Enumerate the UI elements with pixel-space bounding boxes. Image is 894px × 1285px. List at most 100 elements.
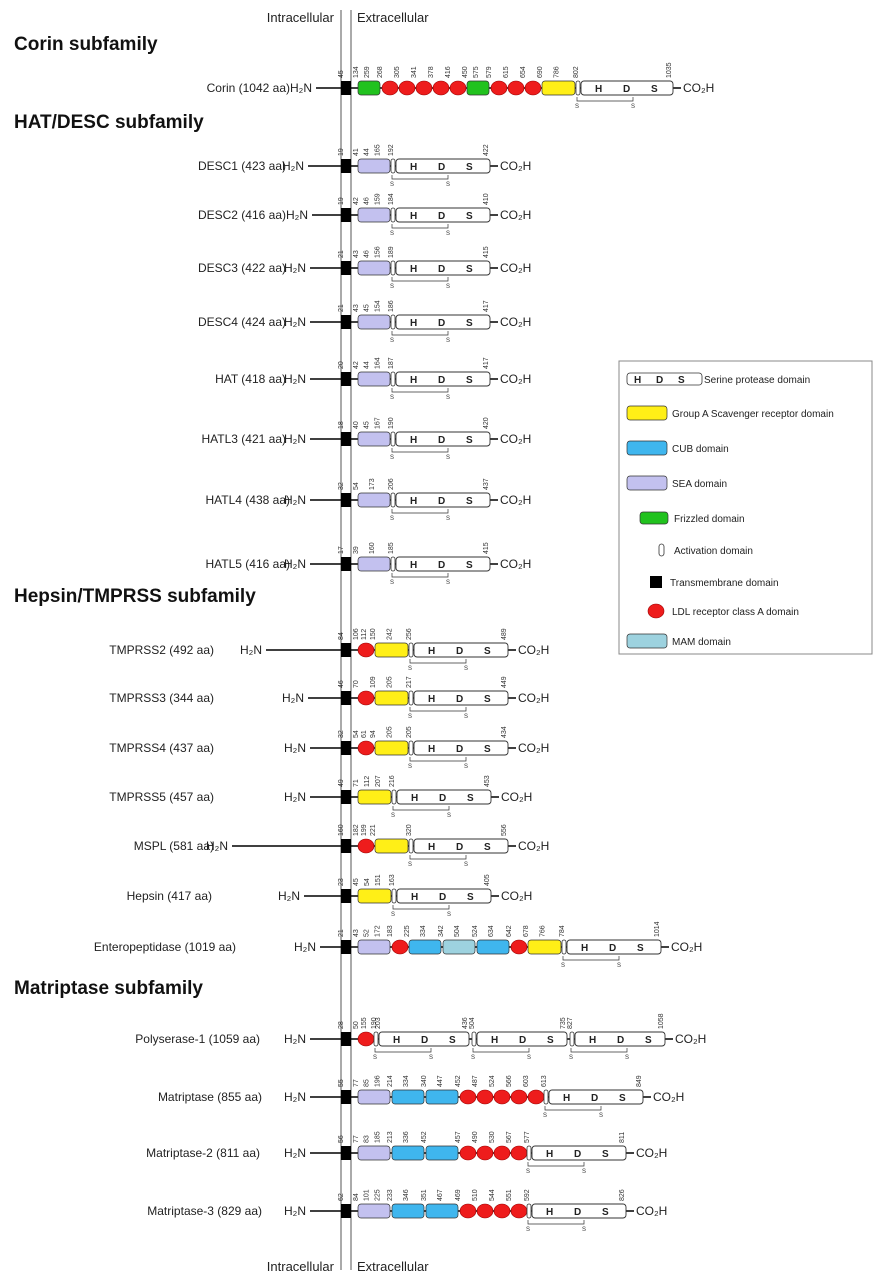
residue-number: 42 <box>353 361 360 369</box>
residue-number: 259 <box>364 66 371 78</box>
residue-number: 32 <box>338 482 345 490</box>
ldl-domain <box>493 1145 511 1161</box>
residue-number: 196 <box>374 1075 381 1087</box>
residue-number: 453 <box>484 775 491 787</box>
residue-number: 165 <box>374 144 381 156</box>
disulfide-s-label: S <box>447 813 451 819</box>
protein-label: TMPRSS3 (344 aa) <box>109 691 214 705</box>
residue-number: 106 <box>353 628 360 640</box>
catalytic-residue-label: H <box>589 1035 596 1046</box>
disulfide-bridge <box>374 1048 432 1053</box>
n-terminus-label: H₂N <box>282 691 304 705</box>
activation-domain <box>390 260 396 276</box>
protein-label: DESC4 (424 aa) <box>198 315 286 329</box>
catalytic-residue-label: H <box>428 744 435 755</box>
transmembrane-domain <box>341 1090 351 1104</box>
ldl-domain <box>476 1203 494 1219</box>
protein-label: Matriptase-3 (829 aa) <box>147 1204 262 1218</box>
disulfide-s-label: S <box>464 862 468 868</box>
disulfide-s-label: S <box>526 1169 530 1175</box>
residue-number: 71 <box>353 779 360 787</box>
protein-label: DESC3 (422 aa) <box>198 261 286 275</box>
residue-number: 83 <box>364 1135 371 1143</box>
residue-number: 415 <box>483 246 490 258</box>
residue-number: 45 <box>353 878 360 886</box>
catalytic-residue-label: D <box>656 375 663 386</box>
residue-number: 213 <box>387 1131 394 1143</box>
transmembrane-domain <box>341 159 351 173</box>
n-terminus-label: H₂N <box>284 557 306 571</box>
residue-number: 184 <box>388 193 395 205</box>
legend-swatch <box>647 603 665 619</box>
activation-domain <box>390 207 396 223</box>
catalytic-residue-label: S <box>466 318 473 329</box>
residue-number: 203 <box>375 1017 382 1029</box>
residue-number: 489 <box>501 628 508 640</box>
serine-protease-domain <box>566 939 662 955</box>
disulfide-s-label: S <box>617 963 621 969</box>
residue-number: 504 <box>469 1017 476 1029</box>
activation-domain <box>390 158 396 174</box>
legend-label: Group A Scavenger receptor domain <box>672 409 834 420</box>
ldl-domain <box>357 740 375 756</box>
residue-number: 160 <box>369 542 376 554</box>
ldl-domain <box>459 1145 477 1161</box>
disulfide-bridge <box>391 331 449 336</box>
activation-domain <box>408 690 414 706</box>
ldl-domain <box>357 690 375 706</box>
residue-number: 690 <box>537 66 544 78</box>
catalytic-residue-label: S <box>467 793 474 804</box>
catalytic-residue-label: D <box>438 435 445 446</box>
c-terminus-label: CO₂H <box>500 493 531 507</box>
catalytic-residue-label: S <box>466 496 473 507</box>
residue-number: 575 <box>473 66 480 78</box>
residue-number: 225 <box>404 925 411 937</box>
residue-number: 101 <box>364 1189 371 1201</box>
activation-domain <box>543 1089 549 1105</box>
disulfide-s-label: S <box>446 395 450 401</box>
c-terminus-label: CO₂H <box>636 1204 667 1218</box>
disulfide-s-label: S <box>599 1113 603 1119</box>
residue-number: 54 <box>353 730 360 738</box>
disulfide-s-label: S <box>464 764 468 770</box>
n-terminus-label: H₂N <box>284 741 306 755</box>
serine-protease-domain <box>395 371 491 387</box>
residue-number: 77 <box>353 1079 360 1087</box>
residue-number: 50 <box>353 1021 360 1029</box>
catalytic-residue-label: D <box>438 560 445 571</box>
serine-protease-domain <box>476 1031 568 1047</box>
activation-domain <box>373 1031 379 1047</box>
disulfide-s-label: S <box>446 338 450 344</box>
ldl-domain <box>493 1089 511 1105</box>
catalytic-residue-label: H <box>410 318 417 329</box>
activation-domain <box>390 371 396 387</box>
catalytic-residue-label: H <box>410 435 417 446</box>
c-terminus-label: CO₂H <box>518 643 549 657</box>
catalytic-residue-label: S <box>466 375 473 386</box>
disulfide-s-label: S <box>527 1055 531 1061</box>
catalytic-residue-label: S <box>466 435 473 446</box>
residue-number: 77 <box>353 1135 360 1143</box>
residue-number: 28 <box>338 1021 345 1029</box>
residue-number: 811 <box>619 1132 626 1143</box>
residue-number: 173 <box>369 478 376 490</box>
disulfide-s-label: S <box>390 580 394 586</box>
ldl-domain <box>476 1145 494 1161</box>
residue-number: 334 <box>420 925 427 937</box>
residue-number: 351 <box>421 1189 428 1201</box>
residue-number: 112 <box>361 629 368 640</box>
ldl-domain <box>510 1203 528 1219</box>
transmembrane-domain <box>341 1146 351 1160</box>
transmembrane-domain <box>341 81 351 95</box>
ldl-domain <box>432 80 450 96</box>
disulfide-s-label: S <box>429 1055 433 1061</box>
transmembrane-domain <box>341 315 351 329</box>
serine-protease-domain <box>413 690 509 706</box>
legend-item: CUB domain <box>626 440 729 456</box>
residue-number: 54 <box>353 482 360 490</box>
residue-number: 336 <box>403 1131 410 1143</box>
transmembrane-domain <box>341 790 351 804</box>
disulfide-s-label: S <box>390 338 394 344</box>
